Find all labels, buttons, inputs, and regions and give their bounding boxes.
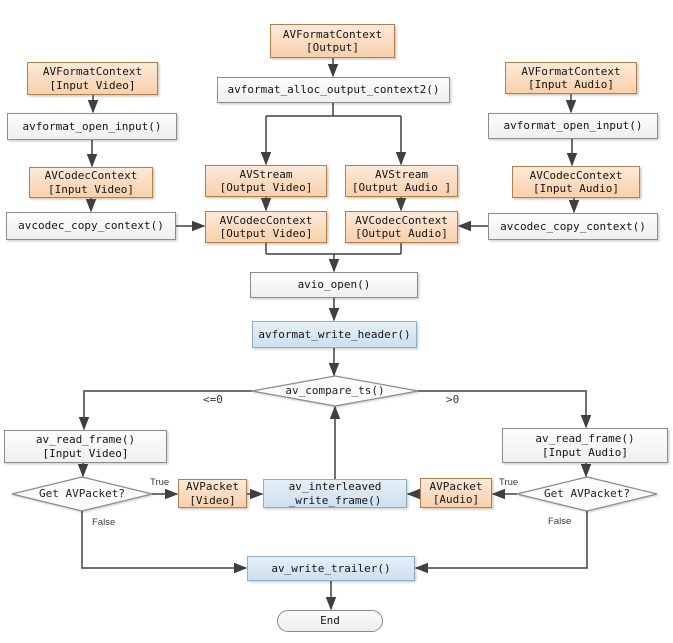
decision-label-get-avpacket-video: Get AVPacket?: [38, 487, 126, 500]
node-av-read-frame-video: av_read_frame() [Input Video]: [4, 430, 167, 463]
node-label: [Video]: [189, 493, 236, 507]
node-avstream-output-audio: AVStream [Output Audio ]: [345, 165, 458, 197]
node-label: AVCodecContext: [44, 169, 138, 182]
decision-label-av-compare-ts: av_compare_ts(): [285, 384, 385, 397]
node-label: [Input Video]: [49, 78, 136, 92]
node-avcodeccontext-output-video: AVCodecContext [Output Video]: [205, 211, 327, 243]
node-label: [Output]: [306, 41, 359, 54]
node-label: avio_open(): [297, 278, 371, 292]
node-av-read-frame-audio: av_read_frame() [Input Audio]: [502, 428, 668, 463]
branch-label-gt0: >0: [446, 393, 460, 406]
branch-label-true-video: True: [150, 477, 170, 488]
node-label: [Input Video]: [42, 446, 129, 460]
node-avformat-open-input-video: avformat_open_input(): [7, 113, 177, 140]
node-label: avformat_alloc_output_context2(): [227, 83, 440, 97]
node-label: AVPacket: [429, 479, 483, 493]
node-avpacket-video: AVPacket [Video]: [178, 479, 247, 508]
node-label: AVCodecContext: [219, 213, 313, 227]
node-avformat-alloc-output-context2: avformat_alloc_output_context2(): [217, 77, 450, 103]
branch-label-false-audio: False: [548, 516, 572, 527]
node-avcodeccontext-output-audio: AVCodecContext [Output Audio]: [345, 211, 458, 243]
branch-label-false-video: False: [92, 517, 116, 528]
node-label: avformat_open_input(): [503, 119, 643, 133]
node-avformatcontext-output: AVFormatContext [Output]: [270, 24, 395, 58]
node-label: AVCodecContext: [529, 168, 623, 182]
node-label: AVFormatContext: [282, 27, 383, 41]
node-label: [Input Audio]: [541, 445, 629, 459]
connector: [81, 511, 248, 574]
node-label: AVFormatContext: [521, 64, 621, 78]
node-label: [Output Video]: [219, 227, 313, 240]
node-label: av_read_frame(): [35, 433, 136, 446]
node-avcodeccontext-input-video: AVCodecContext [Input Video]: [29, 167, 153, 198]
node-label: [Output Audio ]: [351, 181, 452, 194]
node-label: AVStream: [239, 167, 293, 181]
node-label: avcodec_copy_context(): [18, 219, 164, 233]
connector: [418, 390, 592, 429]
node-label: [Input Audio]: [532, 182, 620, 195]
connector: [78, 390, 252, 431]
node-label: av_read_frame(): [535, 432, 635, 445]
node-label: [Input Audio]: [527, 78, 615, 91]
node-avformat-open-input-audio: avformat_open_input(): [488, 113, 658, 139]
node-avcodec-copy-context-video: avcodec_copy_context(): [6, 212, 176, 240]
node-av-interleaved-write-frame: av_interleaved _write_frame(): [263, 479, 407, 508]
node-label: av_write_trailer(): [271, 561, 391, 575]
node-label: [Output Audio]: [355, 227, 448, 240]
node-avformat-write-header: avformat_write_header(): [252, 321, 417, 348]
node-label: [Input Video]: [47, 182, 135, 196]
node-label: avformat_write_header(): [258, 327, 411, 341]
node-label: [Audio]: [432, 493, 480, 506]
branch-label-le0: <=0: [203, 393, 223, 406]
node-label: av_interleaved: [288, 480, 382, 493]
node-avcodec-copy-context-audio: avcodec_copy_context(): [488, 213, 658, 240]
node-label: AVStream: [375, 167, 428, 181]
node-avcodeccontext-input-audio: AVCodecContext [Input Audio]: [512, 166, 640, 198]
node-avio-open: avio_open(): [250, 272, 418, 298]
node-label: [Output Video]: [219, 181, 313, 194]
node-label: AVPacket: [186, 480, 239, 493]
decision-label-get-avpacket-audio: Get AVPacket?: [543, 487, 631, 500]
decision-get-avpacket-audio: [516, 476, 658, 512]
node-label: avcodec_copy_context(): [500, 219, 646, 233]
branch-label-true-audio: True: [499, 477, 519, 488]
connector: [414, 511, 588, 574]
node-av-write-trailer: av_write_trailer(): [247, 556, 415, 581]
node-label: _write_frame(): [288, 493, 382, 507]
node-label: AVCodecContext: [355, 213, 448, 227]
node-end-terminator: End: [277, 610, 383, 632]
node-avformatcontext-input-audio: AVFormatContext [Input Audio]: [505, 62, 637, 94]
node-label: avformat_open_input(): [22, 119, 162, 133]
node-avpacket-audio: AVPacket [Audio]: [420, 478, 492, 508]
node-avstream-output-video: AVStream [Output Video]: [205, 165, 327, 197]
node-avformatcontext-input-video: AVFormatContext [Input Video]: [27, 62, 158, 95]
node-label: End: [320, 614, 340, 628]
node-label: AVFormatContext: [42, 65, 143, 78]
